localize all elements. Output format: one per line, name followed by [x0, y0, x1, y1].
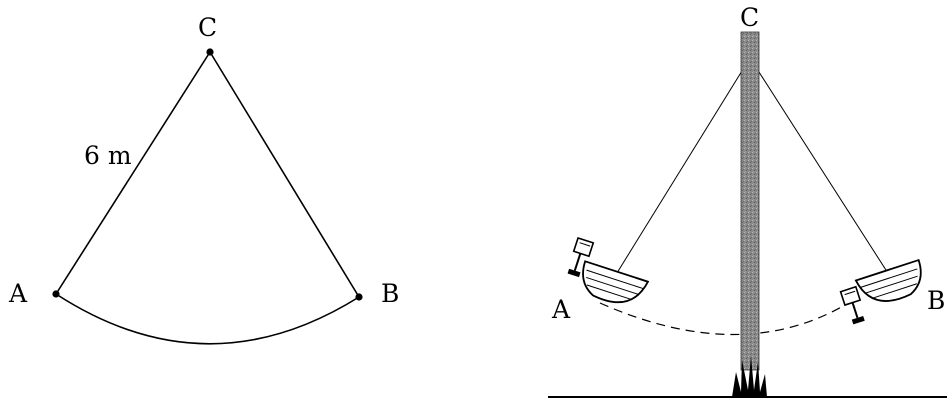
grass-icon — [732, 356, 767, 397]
point-b-dot — [355, 293, 363, 301]
arc-a-b — [55, 293, 360, 345]
rope-to-b — [749, 57, 894, 282]
right-figure: C A B — [548, 3, 947, 398]
length-label: 6 m — [84, 141, 132, 170]
boat-b-icon — [839, 258, 922, 325]
boat-a-icon — [567, 236, 650, 304]
point-c-dot — [206, 48, 214, 56]
swing-path — [599, 302, 846, 336]
rope-to-a — [611, 57, 751, 282]
point-c-label: C — [198, 13, 217, 42]
line-c-b — [209, 51, 360, 298]
line-c-a — [55, 51, 211, 295]
pole-icon — [740, 31, 760, 371]
right-point-c-label: C — [740, 3, 759, 32]
right-point-a-label: A — [551, 295, 571, 324]
point-b-label: B — [381, 279, 399, 308]
point-a-dot — [52, 290, 60, 298]
right-point-b-label: B — [927, 286, 945, 315]
left-figure: C A B 6 m — [8, 13, 399, 345]
point-a-label: A — [8, 279, 28, 308]
